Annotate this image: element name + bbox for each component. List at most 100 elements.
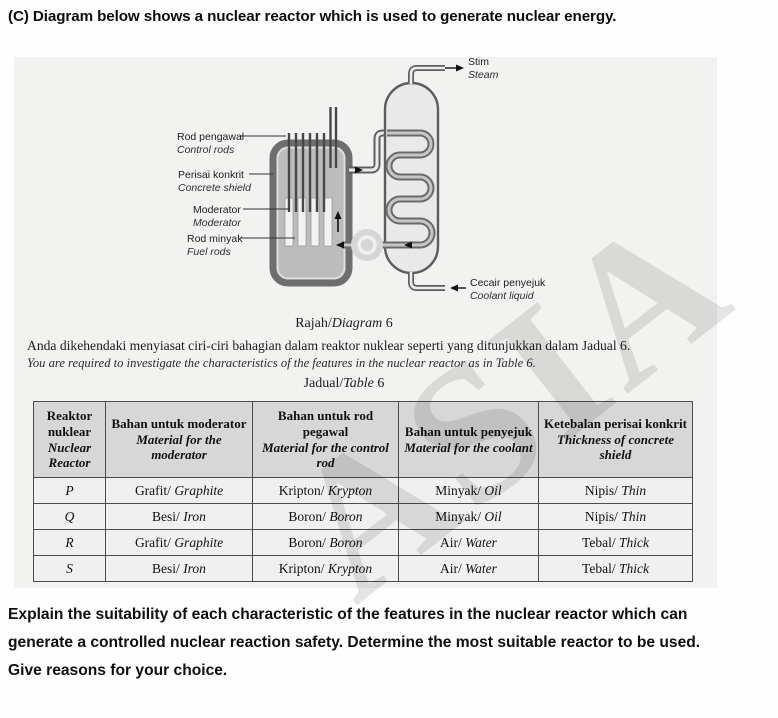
table-caption-ms: Jadual/	[303, 376, 344, 391]
label-pointer-lines	[240, 135, 295, 239]
coolant-pipe	[408, 272, 445, 291]
cell-control-rod: Boron/ Boron	[252, 503, 399, 530]
header-reactor-en: Nuclear Reactor	[47, 439, 92, 471]
cell-text-en: Water	[465, 534, 497, 550]
figure-caption-num: 6	[382, 316, 393, 331]
cell-moderator: Besi/ Iron	[105, 503, 253, 530]
cell-reactor: R	[33, 529, 106, 556]
cell-text-ms: Air/	[440, 534, 462, 550]
scanned-figure-panel: ASIA	[14, 57, 768, 640]
header-moderator-ms: Bahan untuk moderator	[111, 416, 247, 432]
cell-text-ms: Grafit/	[134, 534, 171, 550]
table-row: R Grafit/ Graphite Boron/ Boron Air/ Wat…	[33, 529, 693, 556]
cell-text-ms: Kripton/	[278, 560, 325, 576]
cell-text-ms: Tebal/	[582, 534, 616, 550]
cell-moderator: Grafit/ Graphite	[105, 529, 253, 556]
cell-text-en: Thick	[618, 534, 649, 550]
label-fuel-rods-ms: Rod minyak	[187, 233, 243, 245]
label-coolant-en: Coolant liquid	[470, 290, 535, 302]
cell-text-ms: Besi/	[152, 560, 180, 576]
cell-text-ms: Nipis/	[584, 508, 618, 524]
label-coolant-ms: Cecair penyejuk	[470, 277, 546, 289]
label-control-rods-ms: Rod pengawal	[177, 131, 244, 143]
cell-shield: Tebal/ Thick	[538, 529, 693, 556]
cell-coolant: Minyak/ Oil	[398, 503, 539, 530]
figure-caption-en: Diagram	[331, 316, 383, 331]
cell-text-en: Oil	[484, 508, 502, 524]
cell-text-ms: Grafit/	[134, 482, 171, 498]
cell-reactor: S	[33, 555, 106, 582]
label-steam-ms: Stim	[468, 57, 489, 68]
coolant-arrow	[450, 284, 466, 292]
cell-coolant: Minyak/ Oil	[398, 477, 539, 504]
cell-shield: Tebal/ Thick	[538, 555, 693, 582]
label-concrete-shield-ms: Perisai konkrit	[178, 169, 244, 181]
table-row: Q Besi/ Iron Boron/ Boron Minyak/ Oil Ni…	[33, 503, 693, 530]
steam-pipe	[408, 65, 445, 84]
cell-text-en: Boron	[329, 534, 363, 550]
hot-pipe-arrow	[355, 166, 363, 174]
cell-reactor: Q	[33, 503, 106, 530]
cell-text-en: Krypton	[327, 560, 373, 576]
cell-text-en: Water	[465, 560, 497, 576]
header-shield-en: Thickness of concrete shield	[557, 431, 674, 463]
return-arrow	[336, 241, 344, 249]
cell-coolant: Air/ Water	[398, 529, 539, 556]
cell-text-en: Iron	[183, 560, 206, 576]
control-rod-lines	[287, 107, 338, 212]
table-row: P Grafit/ Graphite Kripton/ Krypton Miny…	[33, 477, 693, 504]
header-control-rod-en: Material for the control rod	[262, 439, 389, 471]
flow-up-arrow	[334, 211, 342, 232]
instruction-line-1: Explain the suitability of each characte…	[8, 606, 688, 623]
steam-arrow	[445, 64, 464, 72]
cell-text-en: Iron	[183, 508, 206, 524]
label-moderator-ms: Moderator	[193, 204, 241, 216]
cell-moderator: Grafit/ Graphite	[105, 477, 253, 504]
question-heading: (C) Diagram below shows a nuclear reacto…	[8, 8, 617, 25]
table-caption-en: Table	[343, 376, 374, 391]
cell-text-en: Thin	[621, 482, 647, 498]
header-shield-ms: Ketebalan perisai konkrit	[543, 416, 687, 432]
cell-text-en: Graphite	[174, 534, 224, 550]
cell-control-rod: Kripton/ Krypton	[252, 555, 399, 582]
cell-text-ms: Tebal/	[582, 560, 616, 576]
figure-caption-ms: Rajah/	[295, 316, 332, 331]
table-caption: Jadual/Table 6	[14, 376, 674, 392]
header-control-rod-ms: Bahan untuk rod pegawal	[277, 408, 374, 439]
cell-shield: Nipis/ Thin	[538, 477, 693, 504]
label-moderator-en: Moderator	[193, 217, 241, 229]
pump-icon	[351, 229, 383, 261]
coil-pipe	[336, 129, 436, 249]
cell-text-en: Boron	[329, 508, 363, 524]
header-reactor-ms: Reaktor nuklear	[46, 408, 93, 439]
header-coolant-ms: Bahan untuk penyejuk	[404, 423, 533, 439]
label-steam-en: Steam	[468, 69, 499, 81]
cell-text-ms: Boron/	[288, 534, 326, 550]
label-fuel-rods-en: Fuel rods	[187, 246, 232, 258]
label-concrete-shield-en: Concrete shield	[178, 182, 252, 194]
cell-text-ms: Nipis/	[584, 482, 618, 498]
figure-caption: Rajah/Diagram 6	[14, 316, 674, 332]
coil-arrow	[404, 241, 412, 249]
cell-reactor: P	[33, 477, 106, 504]
question-instructions: Explain the suitability of each characte…	[8, 601, 772, 685]
cell-shield: Nipis/ Thin	[538, 503, 693, 530]
table-row: S Besi/ Iron Kripton/ Krypton Air/ Water…	[33, 555, 693, 582]
cell-text-ms: Besi/	[152, 508, 180, 524]
cell-text-ms: Kripton/	[278, 482, 325, 498]
cell-control-rod: Boron/ Boron	[252, 529, 399, 556]
intro-text-en: You are required to investigate the char…	[27, 356, 536, 370]
header-coolant-en: Material for the coolant	[404, 439, 533, 455]
table-caption-num: 6	[373, 376, 385, 391]
cell-text-en: Thin	[621, 508, 647, 524]
cell-text-en: Graphite	[174, 482, 224, 498]
cell-control-rod: Kripton/ Krypton	[252, 477, 399, 504]
